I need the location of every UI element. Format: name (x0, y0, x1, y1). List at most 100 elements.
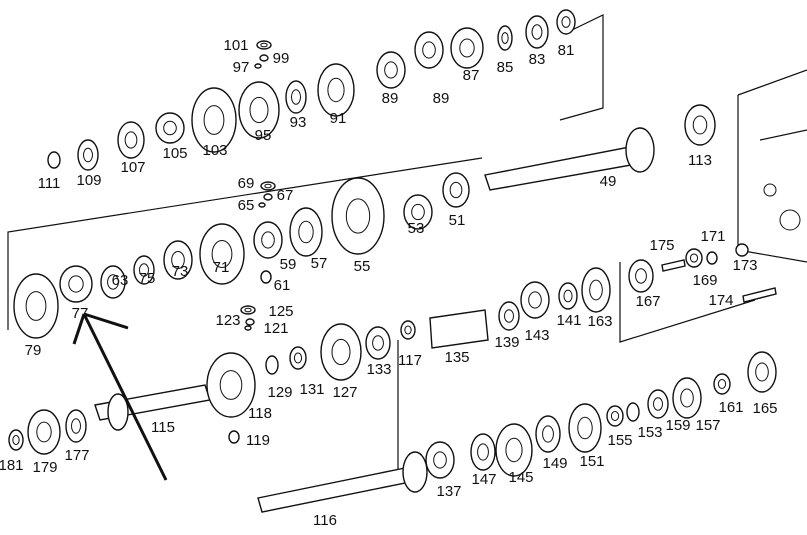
part-label-117: 117 (398, 352, 422, 369)
part-149-shape (535, 415, 561, 453)
part-label-131: 131 (299, 381, 324, 398)
stud-174 (742, 287, 777, 303)
part-label-163: 163 (587, 313, 612, 330)
part-label-105: 105 (162, 145, 187, 162)
part-141-bore (563, 289, 573, 303)
part-107-bore (124, 131, 138, 149)
part-label-145: 145 (508, 469, 533, 486)
part-label-121: 121 (263, 320, 288, 337)
part-label-87: 87 (463, 67, 480, 84)
part-139-shape (498, 301, 520, 331)
assembly-line-right (619, 262, 756, 343)
part-53-bore (411, 203, 425, 221)
part-87-shape (450, 27, 484, 69)
part-118-bore (219, 370, 243, 400)
part-label-97: 97 (233, 59, 250, 76)
part-label-49: 49 (600, 173, 617, 190)
part-label-107: 107 (120, 159, 145, 176)
part-81-shape (556, 9, 576, 35)
part-label-111: 111 (38, 175, 61, 192)
part-151-shape (568, 403, 602, 453)
part-label-83: 83 (529, 51, 546, 68)
part-165-bore (755, 362, 769, 382)
part-159-shape (647, 389, 669, 419)
part-121-shape (244, 325, 252, 331)
part-label-151: 151 (579, 453, 604, 470)
part-label-93: 93 (290, 114, 307, 131)
part-79-bore (25, 291, 47, 321)
part-label-125: 125 (268, 303, 293, 320)
part-label-109: 109 (76, 172, 101, 189)
part-71-bore (211, 240, 233, 268)
part-145-shape (495, 423, 533, 477)
shafts (94, 127, 777, 513)
part-157-bore (680, 388, 694, 408)
part-143-bore (528, 291, 542, 309)
part-155-bore (610, 411, 620, 421)
housing-hole (763, 183, 777, 197)
part-85-shape (497, 25, 513, 51)
part-93-shape (285, 80, 307, 114)
part-137-bore (433, 451, 447, 469)
part-55-bore (345, 198, 371, 234)
part-label-115: 115 (151, 419, 175, 436)
part-51-bore (449, 181, 463, 199)
part-169-bore (689, 253, 699, 263)
assembly-line-top (559, 14, 604, 121)
part-73-shape (163, 240, 193, 280)
part-57-bore (298, 220, 314, 244)
part-label-143: 143 (524, 327, 549, 344)
part-143-shape (520, 281, 550, 319)
part-label-85: 85 (497, 59, 514, 76)
part-label-59: 59 (280, 256, 297, 273)
part-label-155: 155 (607, 432, 632, 449)
part-label-118: 118 (248, 405, 272, 422)
part-label-157: 157 (695, 417, 720, 434)
part-81-bore (561, 16, 571, 28)
part-85-bore (501, 32, 509, 44)
part-label-75: 75 (139, 270, 156, 287)
part-label-179: 179 (32, 459, 57, 476)
part-label-129: 129 (267, 384, 292, 401)
part-63-bore (107, 274, 119, 290)
part-label-171: 171 (700, 228, 725, 245)
part-149-bore (542, 425, 554, 443)
part-label-55: 55 (354, 258, 371, 275)
part-127-bore (331, 338, 351, 366)
pin-175 (661, 259, 686, 272)
part-141-shape (558, 282, 578, 310)
part-147-shape (470, 433, 496, 471)
part-label-175: 175 (649, 237, 674, 254)
part-161-shape (713, 373, 731, 395)
part-129-shape (265, 355, 279, 375)
part-79-shape (13, 273, 59, 339)
part-label-73: 73 (172, 263, 189, 280)
part-117-shape (400, 320, 416, 340)
part-83-bore (531, 24, 543, 40)
part-label-173: 173 (732, 257, 757, 274)
part-label-51: 51 (449, 212, 466, 229)
part-179-bore (36, 421, 52, 443)
shaft-49 (484, 144, 650, 191)
part-63-shape (100, 265, 126, 299)
part-177-bore (71, 418, 81, 434)
part-155-shape (606, 405, 624, 427)
part-61-shape (260, 270, 272, 284)
part-53-shape (403, 194, 433, 230)
part-label-113: 113 (688, 152, 712, 169)
part-label-81: 81 (558, 42, 575, 59)
part-167-bore (635, 268, 647, 284)
part-label-141: 141 (556, 312, 581, 329)
part-label-63: 63 (112, 272, 129, 289)
part-157-shape (672, 377, 702, 419)
part-89-shape (376, 51, 406, 89)
part-123-bore (244, 307, 252, 313)
part-119-shape (228, 430, 240, 444)
part-label-181: 181 (0, 457, 24, 474)
part-89-bore (384, 61, 398, 79)
part-179-shape (27, 409, 61, 455)
part-103-shape (191, 87, 237, 153)
part-89-bore (422, 41, 436, 59)
part-77-bore (68, 275, 84, 293)
